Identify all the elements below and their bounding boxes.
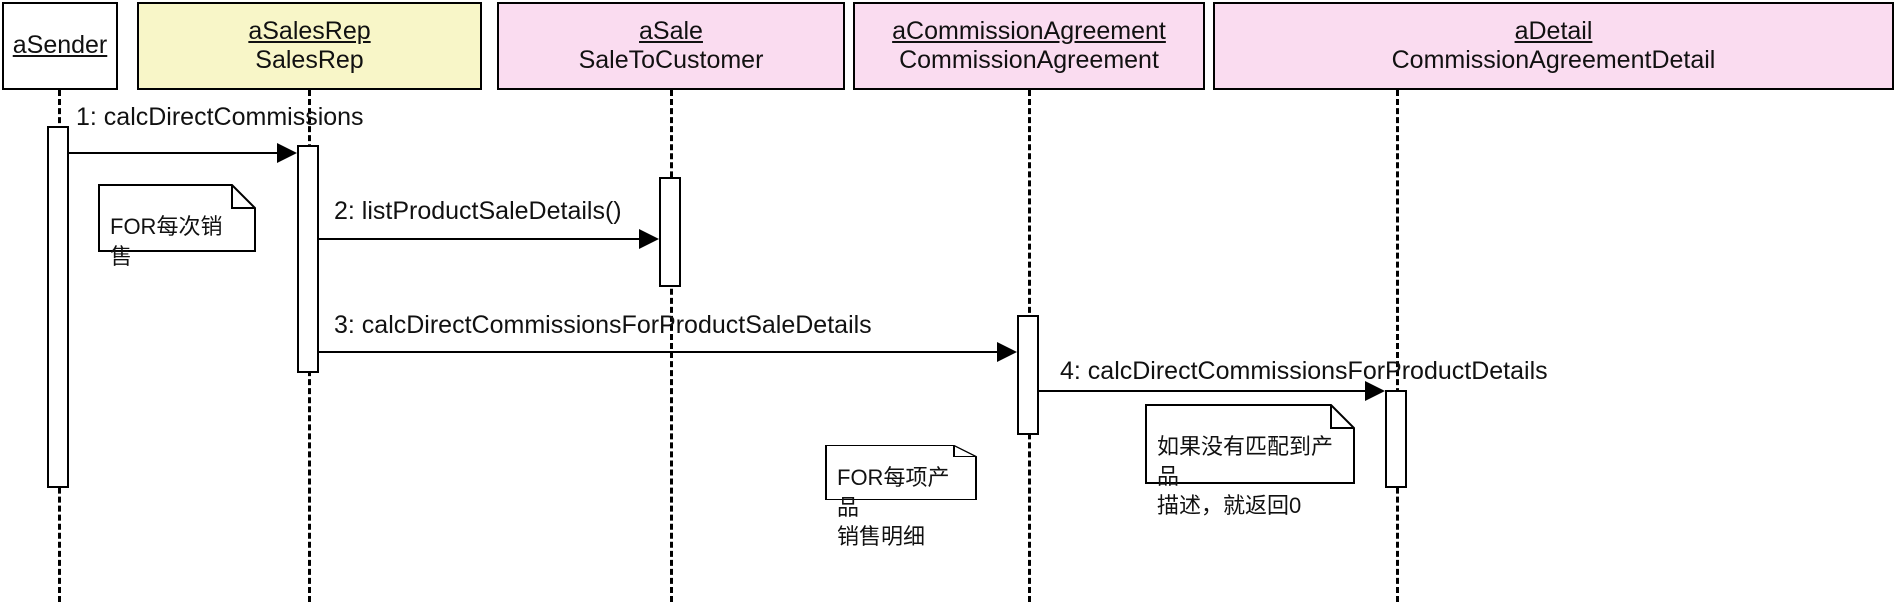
lifeline-instance-name: aSalesRep <box>248 16 371 45</box>
lifeline-aDetail <box>1396 90 1399 602</box>
message-line-4[interactable] <box>1039 390 1365 392</box>
note-for-each-sale[interactable]: FOR每次销售 <box>98 184 256 269</box>
note-no-match-return-zero[interactable]: 如果没有匹配到产品 描述，就返回0 <box>1145 404 1355 518</box>
lifeline-class-name: SalesRep <box>255 46 364 74</box>
lifeline-class-name: CommissionAgreementDetail <box>1391 46 1716 74</box>
lifeline-head-aSalesRep[interactable]: aSalesRep SalesRep <box>137 2 482 90</box>
lifeline-aSale <box>670 90 673 602</box>
lifeline-head-aCommissionAgreement[interactable]: aCommissionAgreement CommissionAgreement <box>853 2 1205 90</box>
arrowhead-icon <box>639 229 659 249</box>
message-line-2[interactable] <box>319 238 639 240</box>
activation-aSalesRep[interactable] <box>297 145 319 373</box>
lifeline-instance-name: aDetail <box>1514 16 1593 45</box>
activation-aSender[interactable] <box>47 126 69 488</box>
note-text: FOR每项产品 销售明细 <box>837 465 950 550</box>
lifeline-instance-name: aCommissionAgreement <box>892 16 1166 45</box>
lifeline-class-name: CommissionAgreement <box>899 46 1159 74</box>
activation-aCommissionAgreement[interactable] <box>1017 315 1039 435</box>
arrowhead-icon <box>1365 381 1385 401</box>
lifeline-head-aSender[interactable]: aSender <box>2 2 118 90</box>
message-label-2: 2: listProductSaleDetails() <box>334 197 622 225</box>
lifeline-instance-name: aSender <box>12 31 108 60</box>
arrowhead-icon <box>997 342 1017 362</box>
message-label-1: 1: calcDirectCommissions <box>76 103 364 131</box>
arrowhead-icon <box>277 143 297 163</box>
message-line-3[interactable] <box>319 351 997 353</box>
lifeline-head-aSale[interactable]: aSale SaleToCustomer <box>497 2 845 90</box>
message-label-4: 4: calcDirectCommissionsForProductDetail… <box>1060 357 1548 385</box>
lifeline-instance-name: aSale <box>639 16 703 45</box>
activation-aSale[interactable] <box>659 177 681 287</box>
message-label-3: 3: calcDirectCommissionsForProductSaleDe… <box>334 311 872 339</box>
note-text: FOR每次销售 <box>110 214 223 269</box>
lifeline-class-name: SaleToCustomer <box>578 46 764 74</box>
note-text: 如果没有匹配到产品 描述，就返回0 <box>1157 434 1334 519</box>
message-line-1[interactable] <box>69 152 277 154</box>
lifeline-head-aDetail[interactable]: aDetail CommissionAgreementDetail <box>1213 2 1894 90</box>
activation-aDetail[interactable] <box>1385 390 1407 488</box>
note-for-each-product[interactable]: FOR每项产品 销售明细 <box>825 445 977 549</box>
